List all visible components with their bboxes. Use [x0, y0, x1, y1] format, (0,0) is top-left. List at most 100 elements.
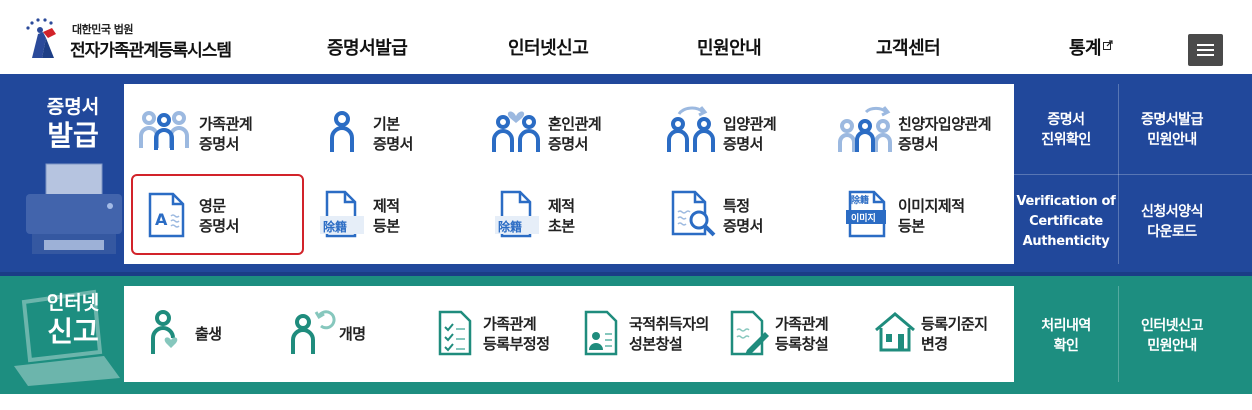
- tile-english-cert[interactable]: A 영문 증명서: [131, 174, 304, 255]
- tile-specific-cert[interactable]: 특정 증명서: [659, 178, 824, 251]
- tile-label-line1: 제적: [548, 197, 575, 215]
- printer-icon: [26, 163, 122, 254]
- tile-label-line2: 증명서: [898, 135, 938, 153]
- side-divider: [1014, 174, 1252, 175]
- tile-label-line1: 특정: [723, 197, 750, 215]
- tile-label-line1: 가족관계: [775, 315, 829, 333]
- link-cert-guide[interactable]: 증명서발급 민원안내: [1120, 110, 1224, 150]
- tile-image-removed-register[interactable]: 除籍 이미지 이미지제적 등본: [834, 178, 999, 251]
- tile-marriage-cert[interactable]: 혼인관계 증명서: [484, 96, 649, 169]
- removed-register-badge: 除籍: [323, 220, 348, 234]
- external-link-icon: [1103, 40, 1113, 50]
- link-line1: 증명서: [1047, 112, 1085, 128]
- link-line3: Authenticity: [1022, 234, 1110, 249]
- nav-certificate[interactable]: 증명서발급: [327, 38, 408, 59]
- id-card-icon: [584, 310, 618, 356]
- tile-label-line1: 등록기준지: [921, 315, 988, 333]
- site-logo[interactable]: 대한민국 법원 전자가족관계등록시스템: [22, 18, 252, 62]
- doc-search-icon: [671, 190, 716, 237]
- tile-register-creation[interactable]: 가족관계 등록창설: [719, 296, 855, 370]
- tile-label-line2: 증명서: [199, 135, 239, 153]
- section-divider: [0, 272, 1252, 276]
- nav-statistics[interactable]: 통계: [1069, 38, 1102, 59]
- tile-removed-register-extract[interactable]: 除籍 제적 초본: [484, 178, 649, 251]
- hamburger-menu-button[interactable]: [1188, 34, 1223, 66]
- nav-internet-report[interactable]: 인터넷신고: [508, 38, 589, 59]
- adoption-icon: [667, 106, 715, 152]
- image-register-icon: [846, 190, 886, 238]
- tile-label-line1: 가족관계: [199, 115, 253, 133]
- house-icon: [875, 312, 915, 352]
- tile-label-line2: 등록부정정: [483, 335, 550, 353]
- marriage-icon: [492, 111, 540, 152]
- tile-label-line2: 증명서: [723, 135, 763, 153]
- link-line1: 처리내역: [1041, 318, 1091, 334]
- tile-label-line1: 이미지제적: [898, 197, 965, 215]
- report-title-small: 인터넷: [46, 292, 100, 314]
- tile-basic-cert[interactable]: 기본 증명서: [309, 96, 474, 169]
- nav-customer-center[interactable]: 고객센터: [876, 38, 941, 59]
- link-cert-verify[interactable]: 증명서 진위확인: [1016, 110, 1116, 150]
- link-line2: 민원안내: [1147, 132, 1197, 148]
- report-title-big: 신고: [47, 314, 99, 348]
- tile-full-adoption-cert[interactable]: 친양자입양관계 증명서: [834, 96, 999, 169]
- link-line2: Certificate: [1029, 214, 1103, 229]
- link-line1: 신청서양식: [1141, 204, 1203, 220]
- tile-label-line2: 변경: [921, 335, 948, 353]
- tile-label-line1: 영문: [199, 197, 226, 215]
- doc-pen-icon: [730, 310, 769, 356]
- image-register-badge-top: 除籍: [851, 196, 870, 206]
- tile-label-line2: 증명서: [723, 217, 763, 235]
- nav-statistics-wrap[interactable]: 통계: [1069, 34, 1113, 60]
- link-verification-en[interactable]: Verification of Certificate Authenticity: [1014, 192, 1118, 252]
- tile-label-line2: 증명서: [548, 135, 588, 153]
- side-divider: [1118, 286, 1119, 382]
- link-line1: 증명서발급: [1141, 112, 1203, 128]
- nav-civil-guide[interactable]: 민원안내: [697, 38, 762, 59]
- removed-register-badge: 除籍: [498, 220, 523, 234]
- tile-label-line1: 혼인관계: [548, 115, 602, 133]
- tile-adoption-cert[interactable]: 입양관계 증명서: [659, 96, 824, 169]
- tile-label-line1: 가족관계: [483, 315, 537, 333]
- tile-label-line1: 개명: [339, 325, 366, 343]
- family-icon: [139, 111, 189, 150]
- tile-register-correction[interactable]: 가족관계 등록부정정: [427, 296, 563, 370]
- tile-label-line2: 증명서: [373, 135, 413, 153]
- tile-rename-report[interactable]: 개명: [281, 296, 417, 370]
- tile-removed-register-copy[interactable]: 除籍 제적 등본: [309, 178, 474, 251]
- hamburger-line: [1197, 54, 1214, 56]
- tile-naturalized-surname[interactable]: 국적취득자의 성본창설: [573, 296, 709, 370]
- checklist-icon: [438, 310, 472, 356]
- link-report-history[interactable]: 처리내역 확인: [1016, 316, 1116, 356]
- tile-label-line2: 초본: [548, 217, 575, 235]
- rename-icon: [291, 310, 336, 354]
- top-header: 대한민국 법원 전자가족관계등록시스템 증명서발급 인터넷신고 민원안내 고객센…: [0, 0, 1252, 74]
- tile-label-line1: 제적: [373, 197, 400, 215]
- removed-register-icon: [320, 190, 364, 238]
- tile-birth-report[interactable]: 출생: [135, 296, 271, 370]
- logo-title: 전자가족관계등록시스템: [70, 41, 232, 61]
- laptop-icon: [14, 289, 120, 386]
- tile-label-line2: 성본창설: [629, 335, 683, 353]
- link-line2: 확인: [1053, 338, 1079, 354]
- person-icon: [330, 111, 354, 152]
- tile-domicile-change[interactable]: 등록기준지 변경: [865, 296, 1001, 370]
- link-line1: 인터넷신고: [1141, 318, 1203, 334]
- hamburger-line: [1197, 49, 1214, 51]
- english-doc-icon: A: [148, 192, 185, 238]
- certificate-title-small: 증명서: [46, 96, 100, 118]
- tile-label-line1: 입양관계: [723, 115, 777, 133]
- link-report-guide[interactable]: 인터넷신고 민원안내: [1120, 316, 1224, 356]
- link-line2: 진위확인: [1041, 132, 1091, 148]
- svg-text:A: A: [155, 210, 168, 229]
- full-adoption-icon: [838, 106, 892, 152]
- hamburger-line: [1197, 44, 1214, 46]
- birth-icon: [151, 310, 178, 354]
- link-line2: 민원안내: [1147, 338, 1197, 354]
- tile-family-relation-cert[interactable]: 가족관계 증명서: [135, 96, 300, 169]
- tile-label-line1: 기본: [373, 115, 400, 133]
- court-emblem-icon: [26, 18, 56, 58]
- side-divider: [1118, 84, 1119, 264]
- tile-label-line2: 등록창설: [775, 335, 829, 353]
- link-form-download[interactable]: 신청서양식 다운로드: [1120, 202, 1224, 242]
